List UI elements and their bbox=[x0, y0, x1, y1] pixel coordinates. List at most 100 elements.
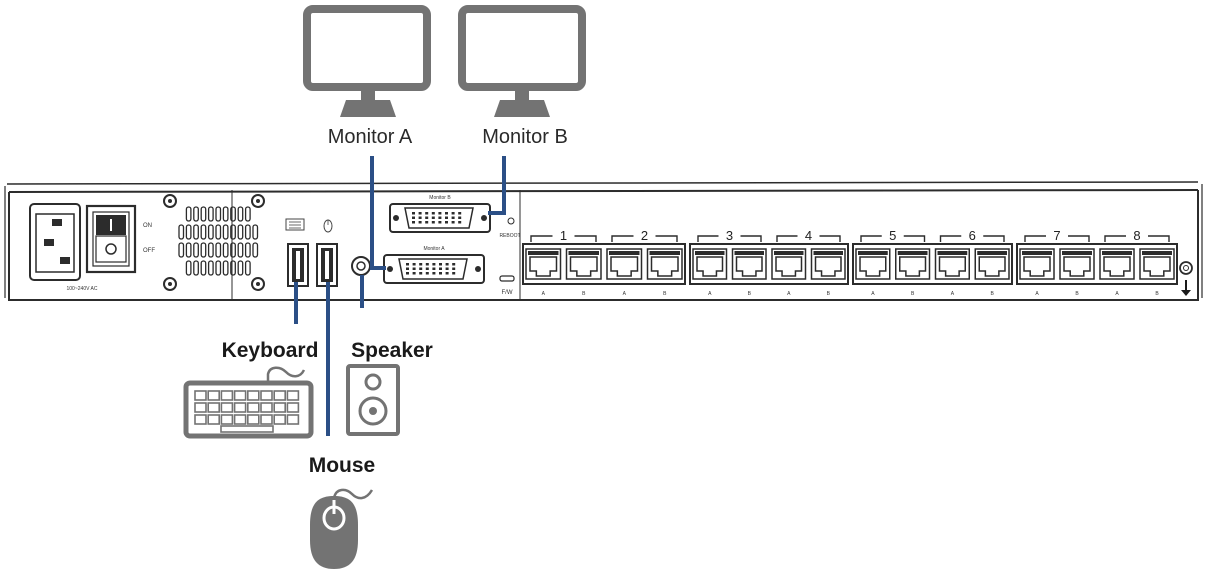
port-sub-label: A bbox=[708, 291, 712, 297]
key bbox=[286, 414, 300, 425]
rj45-port bbox=[525, 248, 562, 280]
grille-slot bbox=[185, 242, 192, 258]
dvi-pin bbox=[458, 221, 462, 224]
monitor-b-icon bbox=[458, 5, 586, 117]
port-group-bracket bbox=[860, 235, 926, 242]
grille-slot bbox=[185, 224, 192, 240]
grille-slot bbox=[200, 260, 207, 276]
port-group-bracket bbox=[776, 235, 841, 242]
dvi-pin bbox=[412, 272, 416, 275]
dvi-pin bbox=[458, 212, 462, 215]
ground-icon bbox=[1179, 261, 1193, 296]
key bbox=[273, 402, 287, 413]
dvi-pin bbox=[412, 216, 415, 219]
port-sub-label: B bbox=[990, 291, 994, 297]
key bbox=[247, 414, 260, 425]
key bbox=[207, 414, 220, 425]
port-sub-label: A bbox=[623, 291, 627, 297]
port-group-bracket bbox=[939, 235, 1005, 242]
usb-port-mouse bbox=[316, 243, 338, 287]
dvi-pin bbox=[425, 216, 429, 219]
usb-mouse-icon bbox=[323, 219, 333, 233]
dvi-pin bbox=[438, 221, 442, 224]
speaker-label: Speaker bbox=[351, 339, 433, 362]
reboot-label: REBOOT bbox=[499, 233, 520, 239]
key bbox=[247, 402, 260, 413]
port-sub-label: A bbox=[951, 291, 955, 297]
port-sub-label: B bbox=[1155, 291, 1159, 297]
dvi-pin bbox=[419, 263, 423, 266]
key bbox=[207, 402, 220, 413]
spacebar-key bbox=[220, 425, 274, 433]
dvi-pin bbox=[445, 221, 448, 224]
key bbox=[273, 390, 287, 401]
dvi-pin bbox=[419, 267, 423, 270]
key bbox=[247, 390, 260, 401]
port-group-bracket bbox=[1024, 235, 1090, 242]
dvi-pin bbox=[445, 272, 449, 275]
dvi-pin bbox=[412, 267, 416, 270]
port-group-number: 6 bbox=[969, 228, 976, 243]
dvi-pin bbox=[412, 263, 416, 266]
mouse-label: Mouse bbox=[309, 454, 376, 477]
dvi-pin bbox=[451, 221, 455, 224]
dvi-pin bbox=[418, 221, 422, 224]
grille-slot bbox=[237, 260, 244, 276]
dvi-pin bbox=[406, 272, 409, 275]
grille-slot bbox=[244, 260, 251, 276]
port-sub-label: B bbox=[582, 291, 586, 297]
monitor-a-label: Monitor A bbox=[328, 126, 413, 148]
port-group-number: 4 bbox=[805, 228, 812, 243]
dvi-pin bbox=[431, 221, 435, 224]
key bbox=[260, 402, 273, 413]
keyboard-label: Keyboard bbox=[222, 339, 319, 362]
key bbox=[233, 414, 247, 425]
port-block-frame bbox=[1016, 243, 1178, 285]
port-group-number: 7 bbox=[1053, 228, 1060, 243]
monitor-a-icon bbox=[303, 5, 431, 117]
dvi-pin bbox=[445, 212, 448, 215]
grille-slot bbox=[252, 224, 259, 240]
dvi-pin bbox=[425, 221, 429, 224]
rj45-port bbox=[1019, 248, 1055, 280]
grille-slot bbox=[252, 242, 259, 258]
port-group-number: 1 bbox=[560, 228, 567, 243]
dvi-pin bbox=[425, 212, 429, 215]
rj45-port bbox=[1099, 248, 1135, 280]
port-block-frame bbox=[852, 243, 1013, 285]
dvi-pin bbox=[445, 263, 449, 266]
dvi-pin bbox=[452, 263, 456, 266]
grille-slot bbox=[215, 206, 222, 222]
port-group-bracket bbox=[697, 235, 762, 242]
reboot-button bbox=[507, 217, 515, 225]
grille-slot bbox=[222, 260, 229, 276]
rj45-port bbox=[810, 248, 846, 280]
port-block-frame bbox=[522, 243, 686, 285]
dvi-pin bbox=[412, 212, 415, 215]
key bbox=[286, 390, 300, 401]
rj45-port bbox=[692, 248, 728, 280]
grille-slot bbox=[178, 224, 185, 240]
grille-slot bbox=[222, 242, 229, 258]
key bbox=[233, 390, 247, 401]
key bbox=[260, 390, 273, 401]
key bbox=[286, 402, 300, 413]
rj45-port bbox=[646, 248, 683, 280]
dvi-pin bbox=[406, 263, 409, 266]
grille-slot bbox=[200, 242, 207, 258]
rj45-port bbox=[565, 248, 602, 280]
dvi-pin bbox=[445, 267, 449, 270]
dvi-pin bbox=[452, 272, 456, 275]
dvi-pin bbox=[418, 212, 422, 215]
rj45-port bbox=[855, 248, 891, 280]
port-group-bracket bbox=[611, 235, 678, 242]
key bbox=[207, 390, 220, 401]
port-sub-label: A bbox=[1035, 291, 1039, 297]
grille-slot bbox=[185, 206, 192, 222]
dvi-monitor-a-label: Monitor A bbox=[423, 246, 445, 252]
rear-panel bbox=[4, 181, 1203, 301]
grille-slot bbox=[230, 224, 236, 240]
